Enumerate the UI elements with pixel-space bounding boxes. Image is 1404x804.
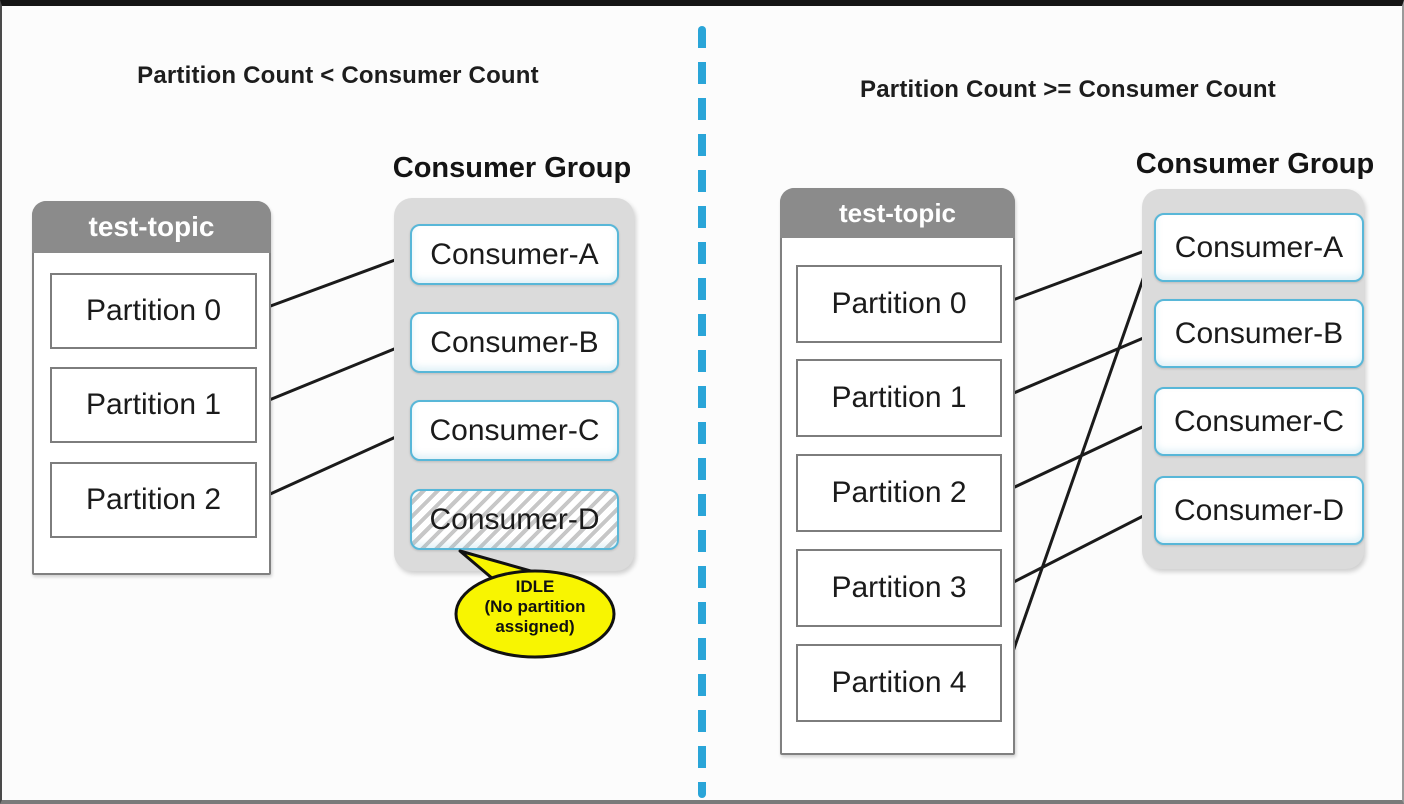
topic-box-left: test-topic Partition 0 Partition 1 Parti… bbox=[32, 201, 271, 575]
consumer-box-d-right: Consumer-D bbox=[1154, 476, 1364, 545]
consumer-box-b-left: Consumer-B bbox=[410, 312, 619, 373]
consumer-group-label-right: Consumer Group bbox=[1135, 148, 1375, 180]
idle-callout-line3: assigned) bbox=[495, 617, 575, 636]
partition-box-0-left: Partition 0 bbox=[50, 273, 257, 349]
consumer-group-container-left: Consumer-A Consumer-B Consumer-C Consume… bbox=[394, 198, 634, 571]
idle-callout-bubble bbox=[454, 549, 616, 659]
partition-box-1-left: Partition 1 bbox=[50, 367, 257, 443]
consumer-box-a-left: Consumer-A bbox=[410, 224, 619, 285]
consumer-group-label-left: Consumer Group bbox=[392, 152, 632, 184]
partition-box-4-right: Partition 4 bbox=[796, 644, 1002, 722]
partition-box-3-right: Partition 3 bbox=[796, 549, 1002, 627]
idle-callout-text: IDLE (No partition assigned) bbox=[457, 577, 613, 637]
topic-header-right: test-topic bbox=[780, 188, 1015, 238]
consumer-box-b-right: Consumer-B bbox=[1154, 299, 1364, 368]
dashed-divider-line bbox=[698, 26, 706, 798]
consumer-box-d-idle-left: Consumer-D bbox=[410, 489, 619, 550]
consumer-group-container-right: Consumer-A Consumer-B Consumer-C Consume… bbox=[1142, 189, 1364, 569]
consumer-box-c-left: Consumer-C bbox=[410, 400, 619, 461]
connector-lines-layer bbox=[255, 246, 1156, 685]
consumer-box-c-right: Consumer-C bbox=[1154, 387, 1364, 456]
right-panel-title: Partition Count >= Consumer Count bbox=[860, 76, 1276, 103]
partition-box-0-right: Partition 0 bbox=[796, 265, 1002, 343]
partition-box-2-left: Partition 2 bbox=[50, 462, 257, 538]
idle-callout-line2: (No partition bbox=[484, 597, 586, 616]
partition-box-2-right: Partition 2 bbox=[796, 454, 1002, 532]
partition-box-1-right: Partition 1 bbox=[796, 359, 1002, 437]
consumer-box-a-right: Consumer-A bbox=[1154, 213, 1364, 282]
idle-callout-line1: IDLE bbox=[515, 577, 555, 596]
topic-box-right: test-topic Partition 0 Partition 1 Parti… bbox=[780, 188, 1015, 755]
topic-header-left: test-topic bbox=[32, 201, 271, 253]
left-panel-title: Partition Count < Consumer Count bbox=[137, 62, 539, 89]
